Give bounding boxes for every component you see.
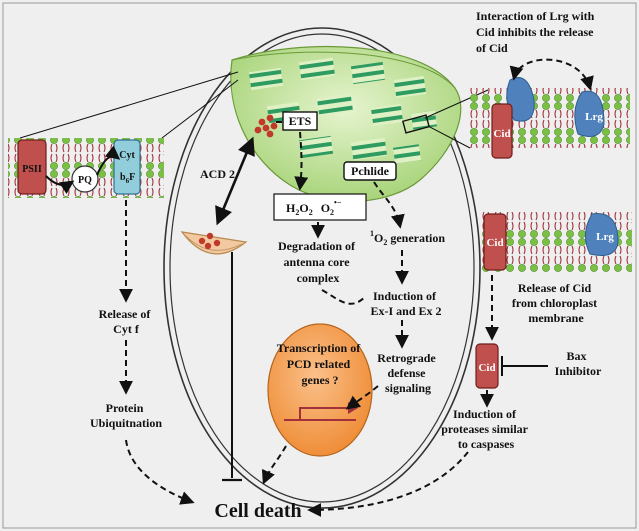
singlet-oxygen-text: 1O2 generation <box>370 229 445 247</box>
cid-released-label: Cid <box>478 362 495 374</box>
cyt-f: F <box>129 172 135 183</box>
psii-label: PSII <box>22 164 42 175</box>
arrow-degradation-induction <box>321 289 367 305</box>
release-cid-text: Release of Cid from chloroplast membrane <box>512 281 600 325</box>
lrg-mid-label: Lrg <box>596 231 614 243</box>
cid-protein-mid <box>483 213 507 271</box>
arrow-proteases-celldeath <box>307 451 469 517</box>
mitochondrion <box>180 231 248 255</box>
cid-top-label: Cid <box>493 128 510 140</box>
lrg-protein-top <box>574 90 605 137</box>
svg-text:b6F: b6F <box>120 172 135 185</box>
acd2-label: ACD 2 <box>200 167 235 181</box>
arrow-acd2 <box>215 136 255 226</box>
zoom-line-right-b <box>427 125 471 149</box>
retrograde-text: Retrograde defense signaling <box>377 351 438 395</box>
nucleus <box>267 323 373 457</box>
arrow-psii-pq <box>45 175 75 195</box>
zoom-line-left-a <box>19 71 239 139</box>
pq-label: PQ <box>78 175 92 186</box>
pq-molecule <box>71 165 99 193</box>
psii-complex <box>17 139 47 195</box>
ets-box <box>282 111 318 131</box>
arrow-pq-cyt <box>96 145 121 176</box>
chloroplast <box>230 45 462 203</box>
protein-ubiquitination-text: Protein Ubiquitnation <box>90 401 162 430</box>
lrg-top-label: Lrg <box>585 111 603 123</box>
interaction-text: Interaction of Lrg with Cid inhibits the… <box>476 9 597 55</box>
ros-dots <box>254 114 278 138</box>
arrow-cid-lrg-interaction <box>509 58 594 91</box>
cell-death-label: Cell death <box>214 500 301 522</box>
arrow-ubiquitination-celldeath <box>125 439 195 505</box>
arrow-pchlide-singlet <box>373 181 405 229</box>
cid-mid-label: Cid <box>486 237 503 249</box>
ros-box <box>273 193 367 221</box>
degradation-text: Degradation of antenna core complex <box>278 239 358 285</box>
proteases-text: Induction of proteases similar to caspas… <box>441 407 531 451</box>
release-cytf-text: Release of Cyt f <box>99 307 154 336</box>
cyt-label: Cyt <box>119 150 135 161</box>
cyt-b6f-complex <box>113 139 141 195</box>
ets-label: ETS <box>289 114 312 128</box>
cyt-sub: 6 <box>126 177 130 185</box>
cid-protein-top <box>491 103 513 159</box>
pchlide-label: Pchlide <box>351 164 390 178</box>
cell-inner-membrane <box>169 33 475 503</box>
transcription-text: Transcription of PCD related genes ? <box>277 341 363 387</box>
cid-protein-released <box>475 343 499 389</box>
bax-inhibitor-text: Bax Inhibitor <box>555 349 602 378</box>
induction-ex-text: Induction of Ex-I and Ex 2 <box>370 289 441 318</box>
pchlide-box <box>343 161 397 181</box>
lrg-protein-mid <box>585 213 619 256</box>
arrow-nucleus-celldeath <box>261 445 287 485</box>
zoom-line-left-b <box>161 79 239 139</box>
transcription-arrow <box>299 407 348 420</box>
cyt-b: b <box>120 172 126 183</box>
arrow-retrograde-nucleus <box>345 385 379 410</box>
arrow-ets-ros <box>294 131 309 191</box>
